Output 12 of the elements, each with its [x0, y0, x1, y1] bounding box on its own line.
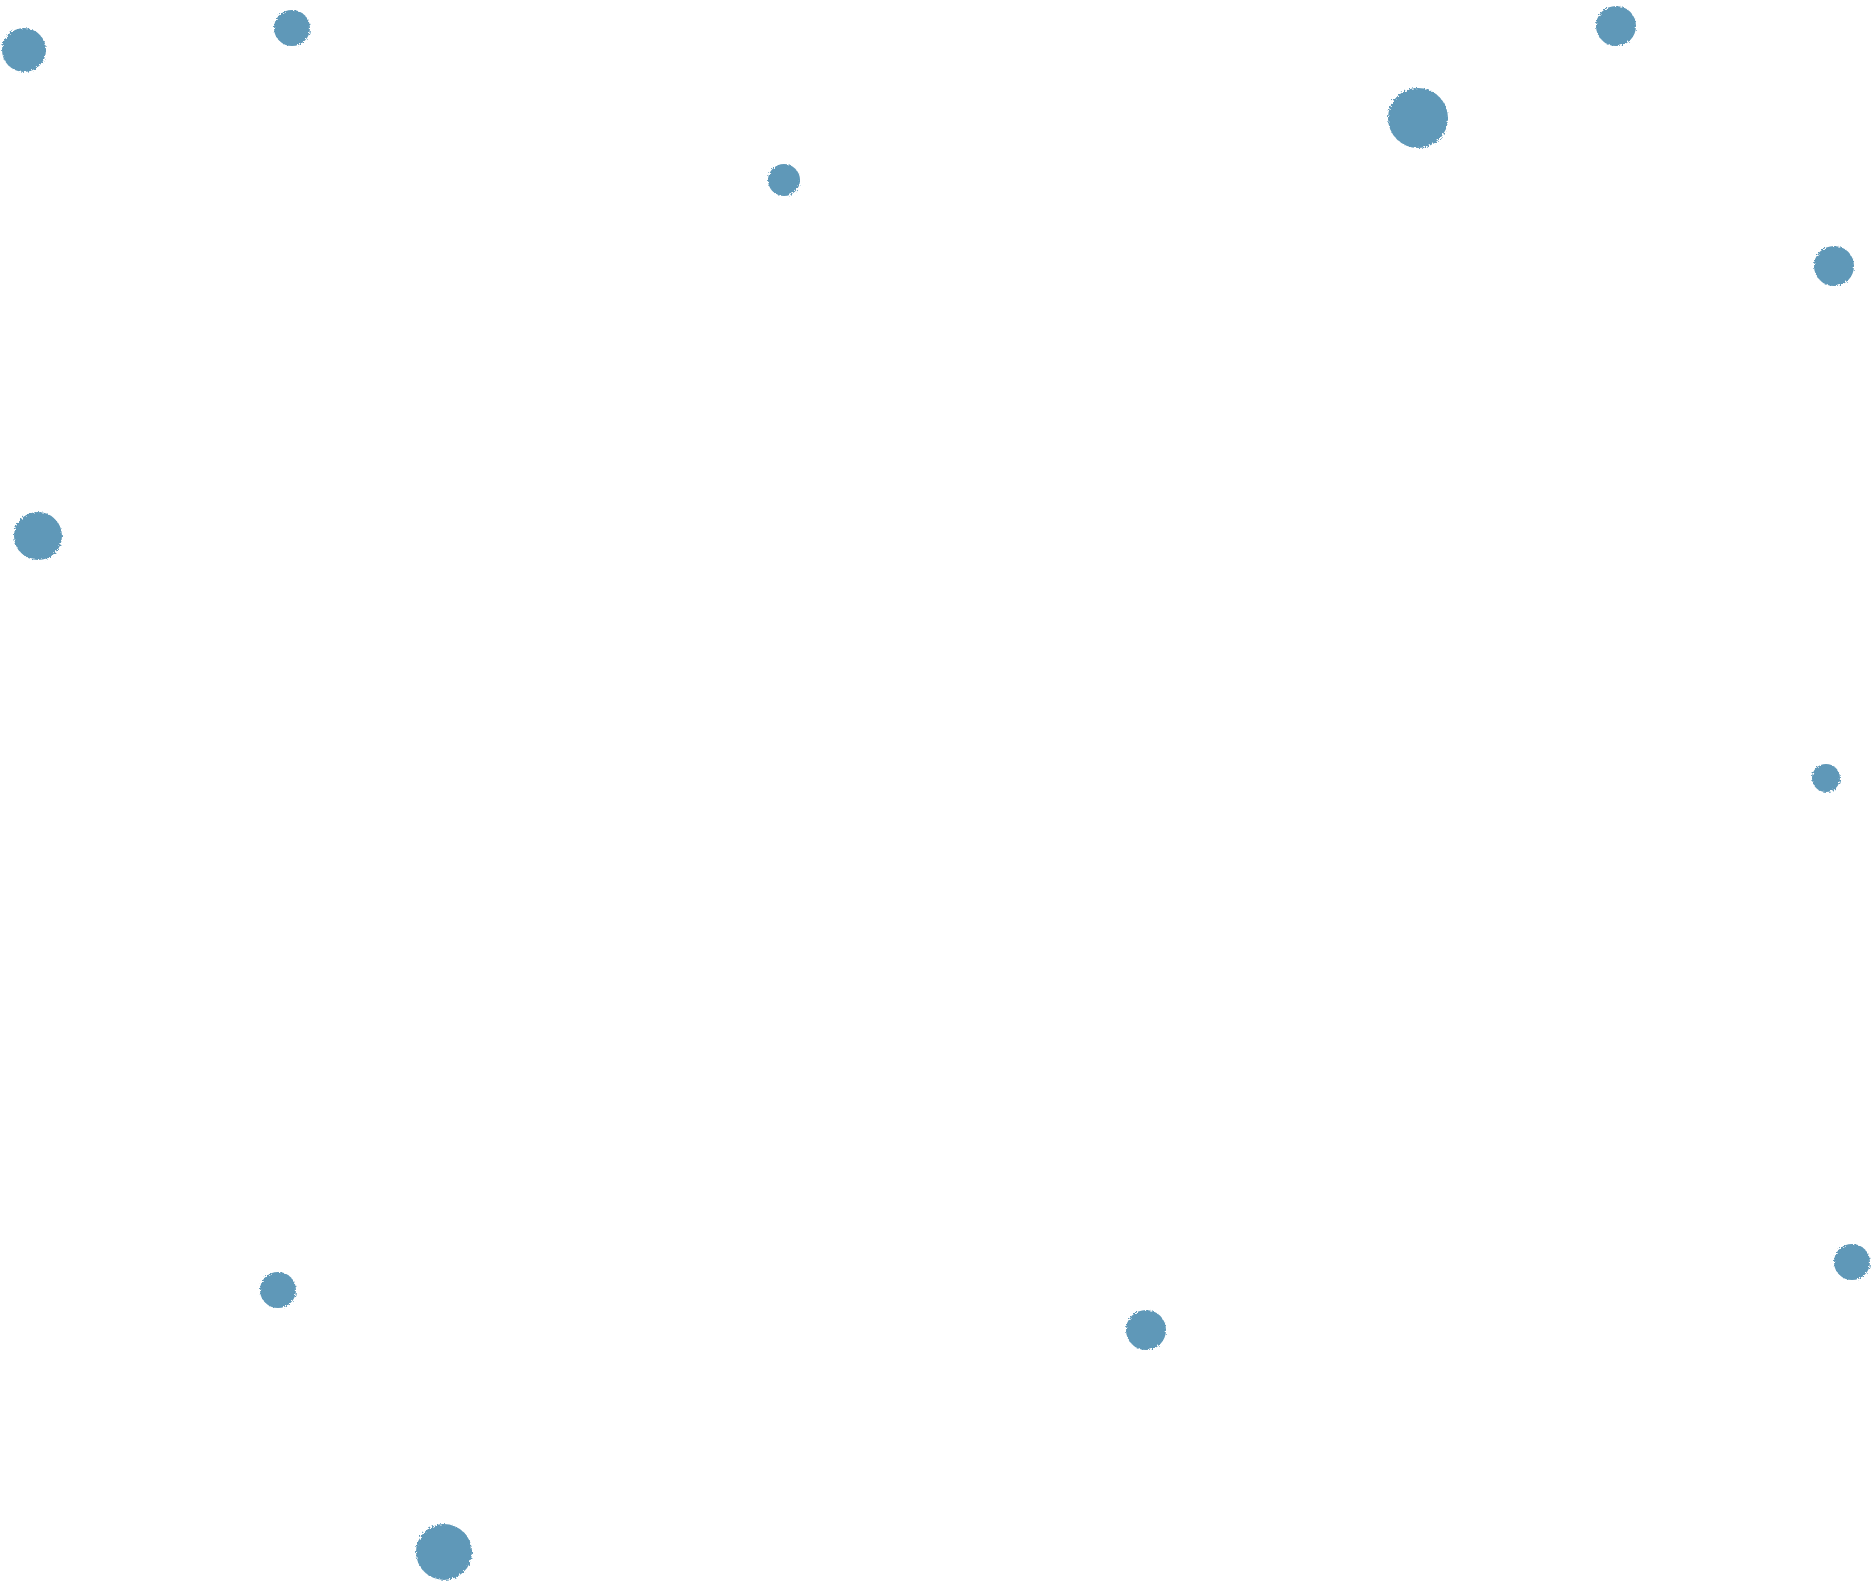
dot [1596, 6, 1636, 46]
dot [1126, 1310, 1166, 1350]
dot [1834, 1244, 1870, 1280]
dot [1812, 764, 1840, 792]
dot [274, 10, 310, 46]
dot [416, 1524, 472, 1580]
dot [14, 512, 62, 560]
dot [260, 1272, 296, 1308]
dot [2, 28, 46, 72]
dot [1814, 246, 1854, 286]
dot [768, 164, 800, 196]
dot [1388, 88, 1448, 148]
